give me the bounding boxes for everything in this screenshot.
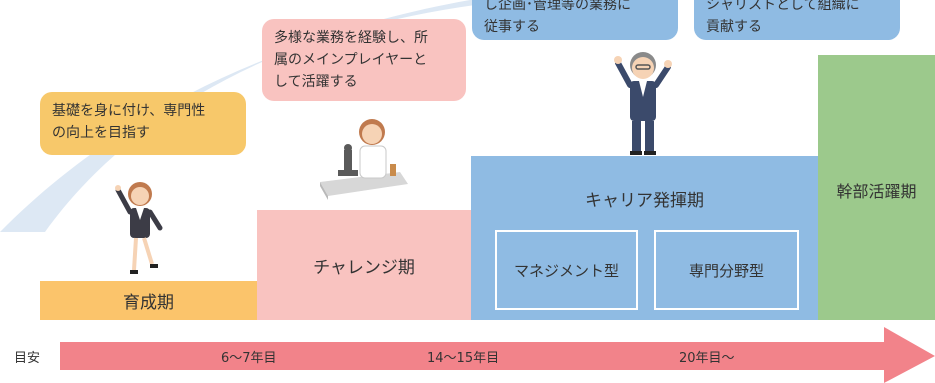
young-woman-illustration bbox=[115, 182, 163, 274]
stage-ikusei-label: 育成期 bbox=[123, 293, 174, 313]
career-type-management-label: マネジメント型 bbox=[513, 261, 619, 280]
timeline-label: 目安 bbox=[14, 351, 41, 366]
bubble-kanbu-top: シャリストとして組織に 貢献する bbox=[694, 0, 900, 40]
senior-man-illustration bbox=[614, 52, 672, 155]
stage-challenge-label: チャレンジ期 bbox=[313, 257, 415, 278]
timeline-mark-1: 6〜7年目 bbox=[221, 351, 277, 366]
timeline-arrow bbox=[60, 327, 935, 383]
stage-challenge: チャレンジ期 bbox=[257, 210, 471, 320]
stage-kanbu-label: 幹部活躍期 bbox=[836, 182, 917, 201]
career-type-management: マネジメント型 bbox=[495, 230, 638, 310]
bubble-challenge: 多様な業務を経験し、所 属のメインプレイヤーと して活躍する bbox=[262, 19, 466, 101]
stage-kanbu: 幹部活躍期 bbox=[818, 55, 935, 320]
timeline-mark-3: 20年目〜 bbox=[679, 351, 735, 366]
bubble-career-top: し企画･管理等の業務に 従事する bbox=[472, 0, 678, 40]
timeline-mark-2: 14〜15年目 bbox=[427, 351, 500, 366]
stage-career-label: キャリア発揮期 bbox=[585, 191, 704, 211]
stage-ikusei: 育成期 bbox=[40, 281, 257, 320]
career-type-specialist: 専門分野型 bbox=[654, 230, 799, 310]
career-type-specialist-label: 専門分野型 bbox=[688, 261, 764, 280]
researcher-illustration bbox=[320, 119, 408, 200]
stage-career: キャリア発揮期 マネジメント型 専門分野型 bbox=[471, 156, 818, 320]
bubble-ikusei: 基礎を身に付け、専門性 の向上を目指す bbox=[40, 92, 246, 155]
